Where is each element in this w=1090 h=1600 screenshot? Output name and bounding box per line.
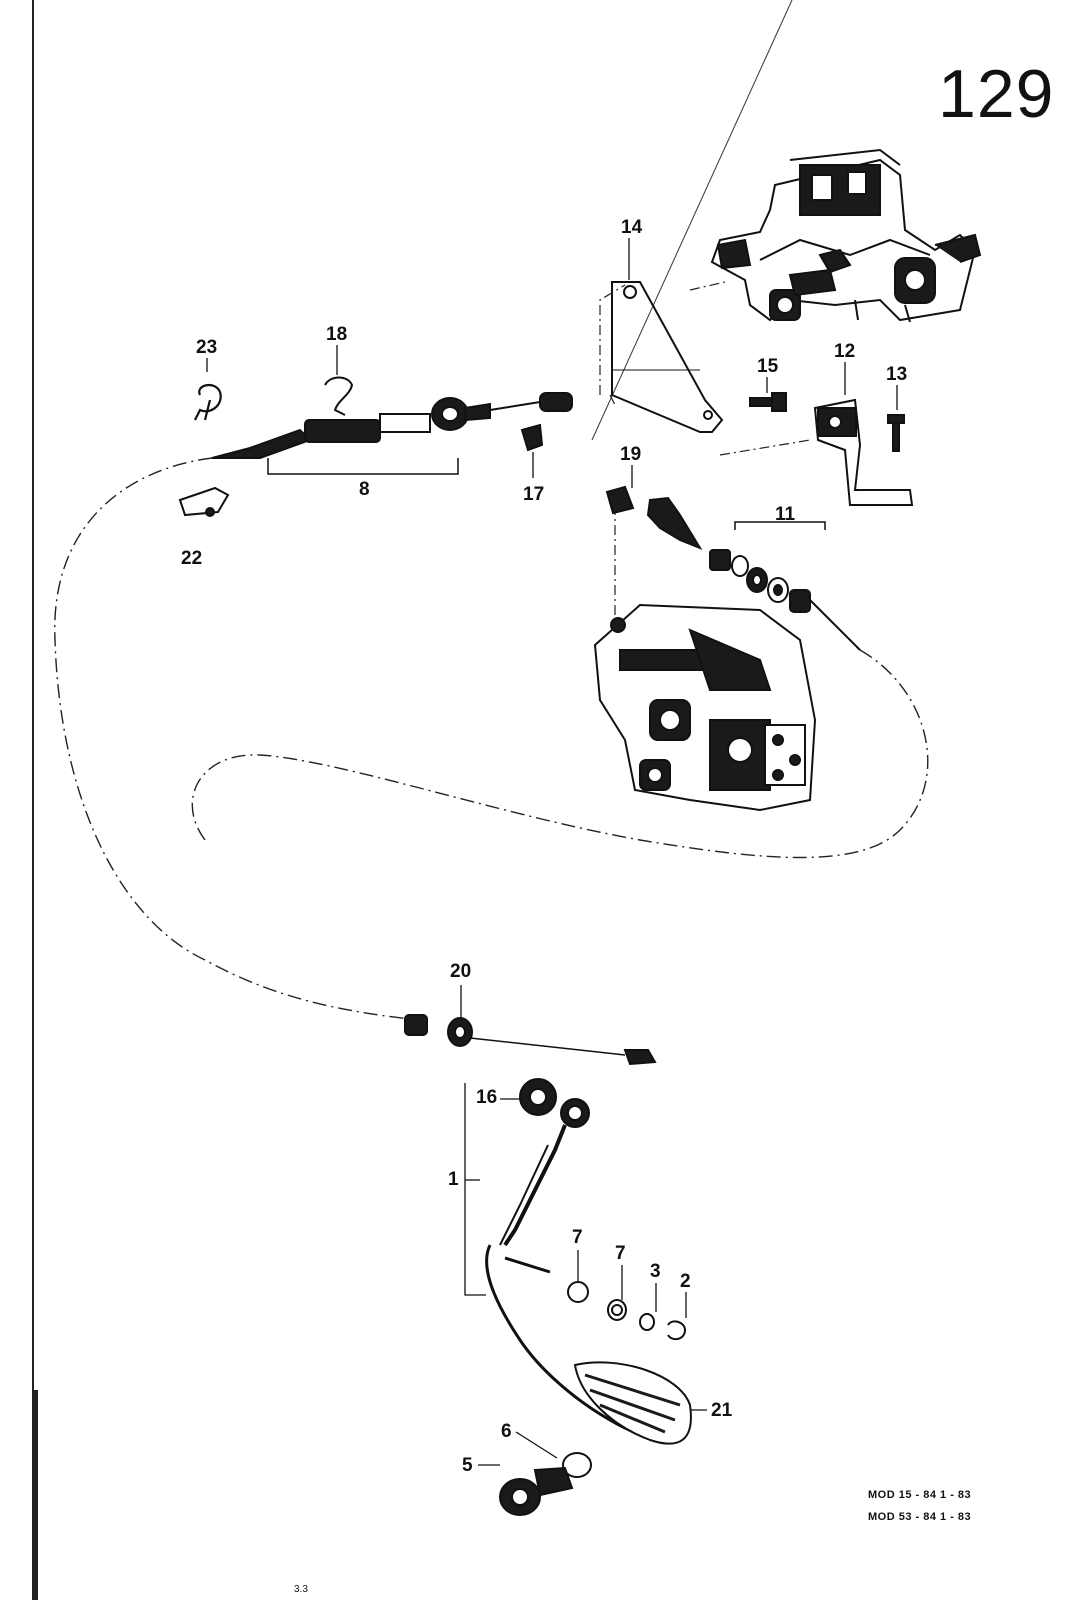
callout-21: 21 bbox=[711, 1400, 733, 1421]
clip-17 bbox=[520, 423, 544, 452]
callout-18: 18 bbox=[326, 324, 348, 345]
callout-2: 2 bbox=[680, 1271, 691, 1292]
callout-11: 11 bbox=[775, 504, 796, 525]
cable-retaining-clip-18 bbox=[324, 376, 354, 416]
callout-22: 22 bbox=[181, 548, 203, 569]
accelerator-cable-right-loop bbox=[191, 649, 929, 859]
callout-8: 8 bbox=[359, 479, 370, 500]
callout-1: 1 bbox=[448, 1169, 459, 1190]
callout-19: 19 bbox=[620, 444, 642, 465]
model-code-line-2: MOD 53 - 84 1 - 83 bbox=[868, 1511, 972, 1523]
cable-clip-23 bbox=[194, 383, 222, 421]
callout-16: 16 bbox=[476, 1087, 498, 1108]
callout-7b: 7 bbox=[615, 1243, 626, 1264]
pedal-pad-21 bbox=[573, 1361, 692, 1445]
screw-13 bbox=[887, 414, 905, 452]
callout-13: 13 bbox=[886, 364, 908, 385]
callout-17: 17 bbox=[523, 484, 545, 505]
mounting-bracket-plate bbox=[611, 281, 724, 433]
diagonal-leader-line bbox=[591, 0, 793, 441]
callout-20: 20 bbox=[450, 961, 472, 982]
cable-adjuster-assembly bbox=[211, 392, 573, 459]
callout-bracket-11 bbox=[734, 521, 826, 530]
callout-bracket-8 bbox=[267, 458, 459, 475]
callout-leader-lines bbox=[206, 238, 898, 1466]
injection-pump-assembly bbox=[593, 603, 817, 812]
bracket-guide-lines bbox=[599, 281, 811, 456]
bolt-15 bbox=[749, 392, 787, 412]
page-number: 129 bbox=[938, 56, 1055, 132]
page-foot-mark: 3.3 bbox=[294, 1584, 308, 1595]
callout-14: 14 bbox=[621, 217, 643, 238]
pump-linkage-parts bbox=[605, 485, 861, 651]
callout-5: 5 bbox=[462, 1455, 473, 1476]
accelerator-cable-left-loop bbox=[54, 457, 421, 1021]
grommet-and-cable-end bbox=[404, 1014, 657, 1066]
cable-support-bracket bbox=[813, 398, 914, 506]
cable-clamp-22 bbox=[178, 486, 230, 517]
callout-7a: 7 bbox=[572, 1227, 583, 1248]
binding-edge-mark bbox=[32, 1390, 38, 1600]
callout-23: 23 bbox=[196, 337, 218, 358]
callout-3: 3 bbox=[650, 1261, 661, 1282]
carburetor-assembly bbox=[710, 148, 982, 323]
model-code-line-1: MOD 15 - 84 1 - 83 bbox=[868, 1489, 972, 1501]
pedal-stop-parts bbox=[499, 1452, 592, 1516]
callout-12: 12 bbox=[834, 341, 856, 362]
callout-6: 6 bbox=[501, 1421, 512, 1442]
callout-15: 15 bbox=[757, 356, 779, 377]
